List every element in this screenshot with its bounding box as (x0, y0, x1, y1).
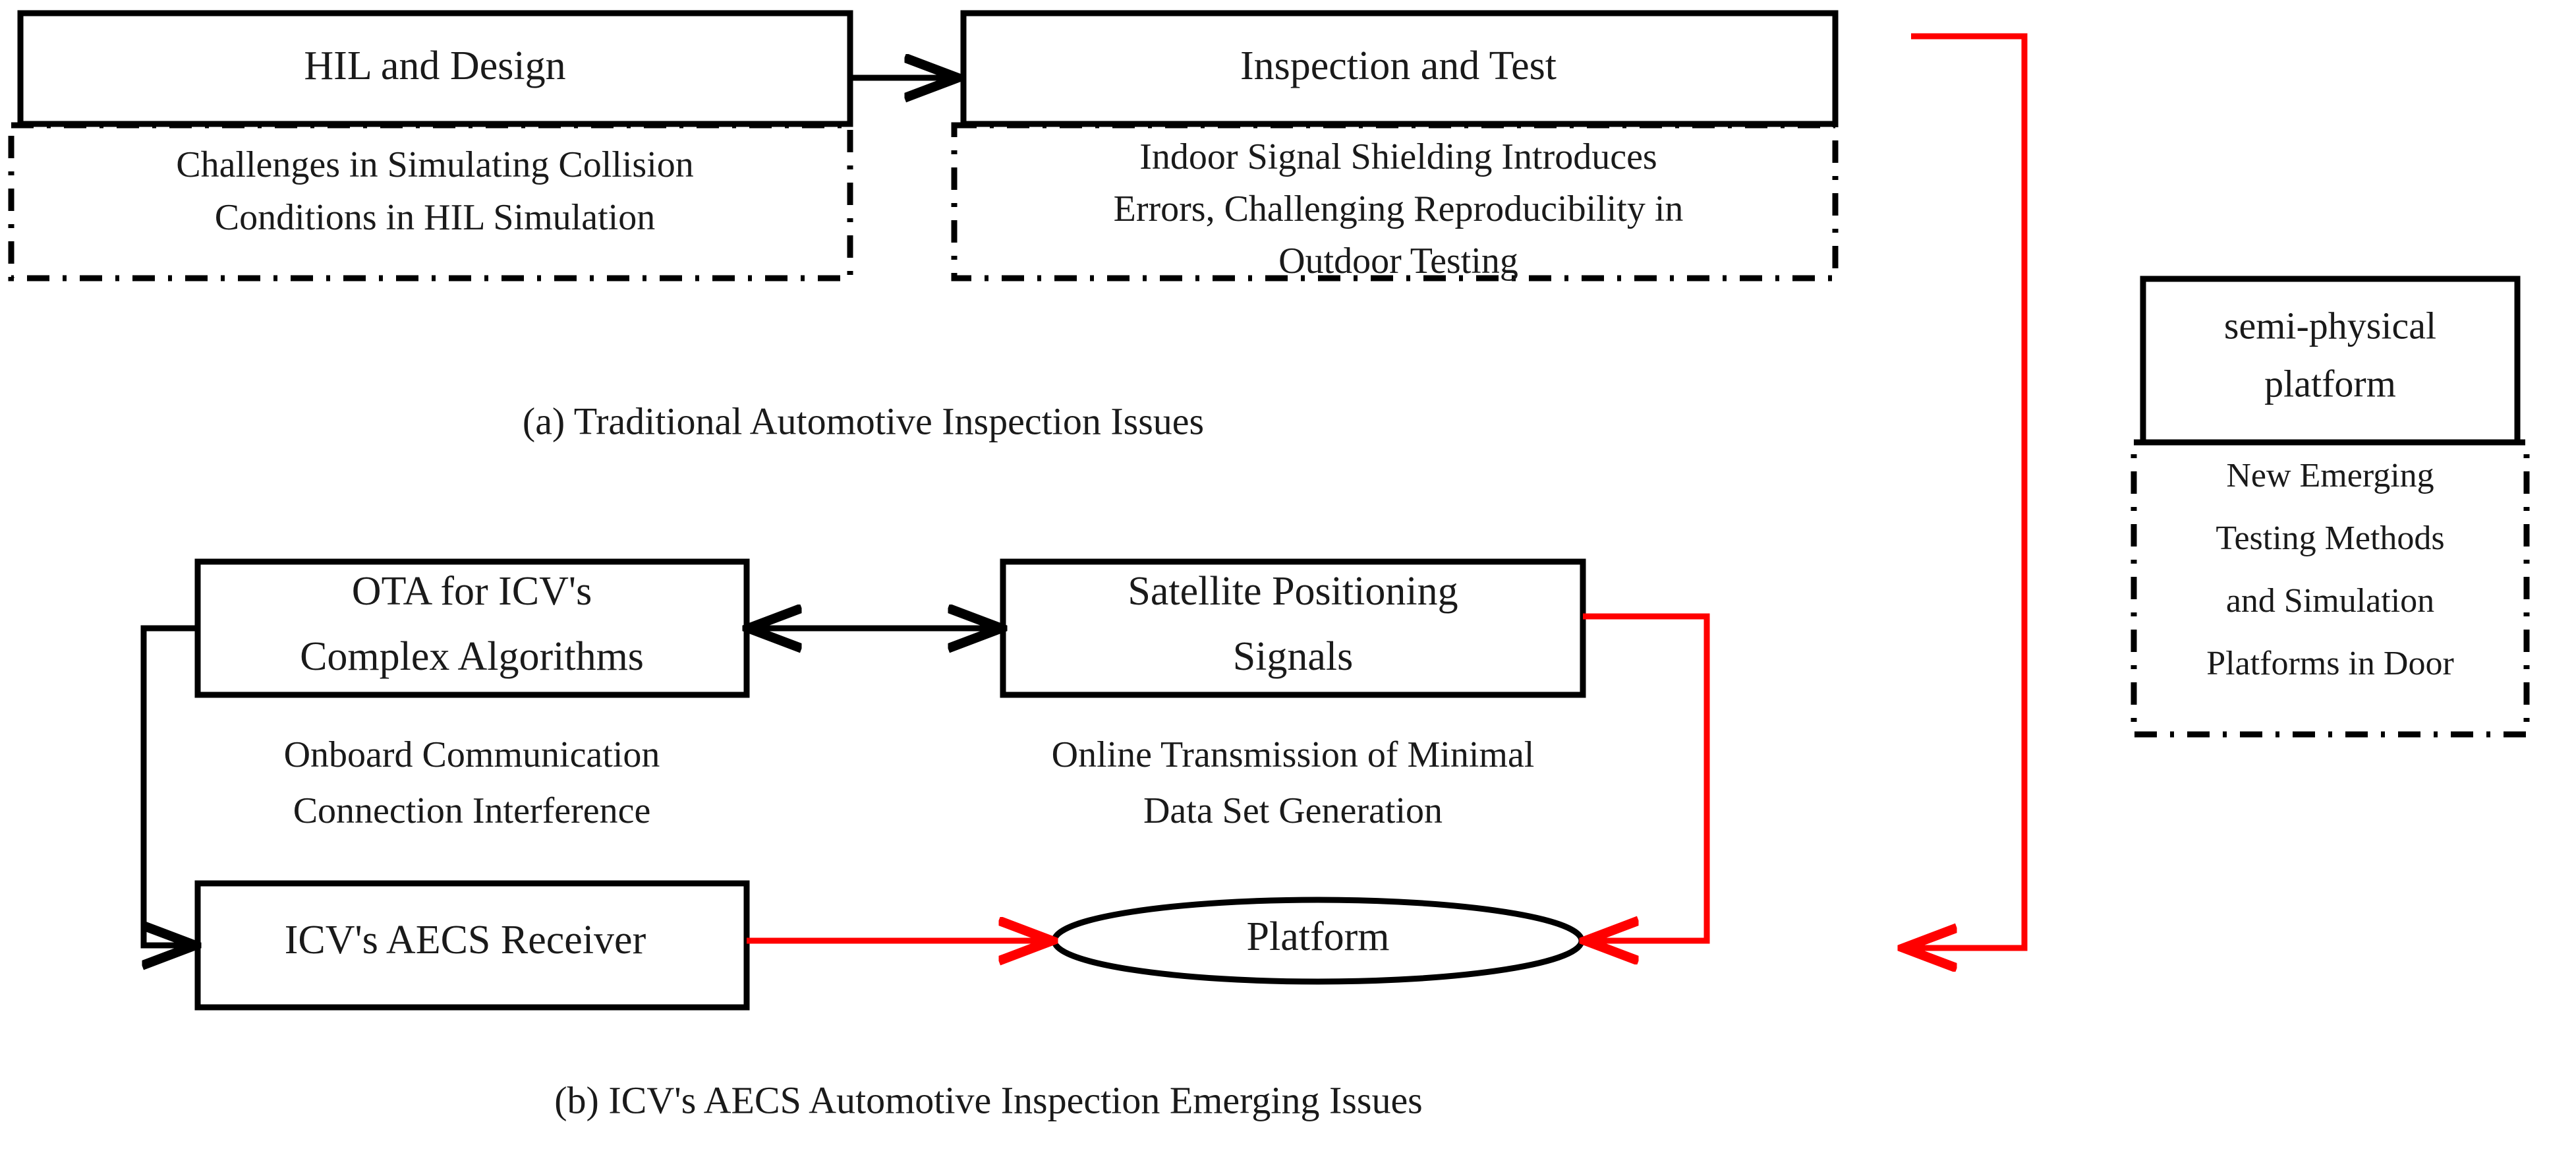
node-inspection-and-test-detail-box (951, 122, 1839, 281)
node-ota-complex-algorithms-detail-line-2: Connection Interference (293, 790, 651, 831)
node-hil-and-design-detail-line-2: Conditions in HIL Simulation (215, 197, 655, 238)
node-icv-aecs-receiver-title: ICV's AECS Receiver (285, 918, 646, 962)
node-inspection-and-test-detail-line-3: Outdoor Testing (1278, 241, 1518, 281)
node-hil-and-design-detail-line-1: Challenges in Simulating Collision (176, 144, 694, 185)
node-hil-and-design-detail-box (8, 122, 853, 281)
node-inspection-and-test-title-box (960, 10, 1839, 127)
node-semi-physical-platform-title-line-2: platform (2264, 362, 2396, 405)
node-semi-physical-platform-detail-line-4: Platforms in Door (2206, 645, 2454, 682)
node-satellite-positioning-signals-detail-line-1: Online Transmission of Minimal (1052, 734, 1535, 775)
node-ota-complex-algorithms-title-line-1: OTA for ICV's (352, 569, 592, 614)
node-inspection-and-test-detail-line-1: Indoor Signal Shielding Introduces (1139, 136, 1657, 177)
node-satellite-positioning-signals-title-line-2: Signals (1233, 634, 1354, 679)
node-semi-physical-platform-detail-box (2131, 439, 2530, 738)
node-inspection-and-test-title: Inspection and Test (1240, 44, 1557, 88)
node-ota-complex-algorithms-box (194, 558, 750, 698)
node-platform-label: Platform (1247, 914, 1390, 959)
node-satellite-positioning-signals-detail-line-2: Data Set Generation (1143, 790, 1443, 831)
node-hil-and-design-title: HIL and Design (304, 44, 565, 88)
node-ota-complex-algorithms-title-line-2: Complex Algorithms (300, 634, 644, 679)
node-ota-complex-algorithms-detail-line-1: Onboard Communication (284, 734, 660, 775)
node-satellite-positioning-signals-box (1000, 558, 1586, 698)
node-semi-physical-platform-title-box (2140, 276, 2521, 446)
panel-b-caption: (b) ICV's AECS Automotive Inspection Eme… (554, 1079, 1423, 1121)
node-semi-physical-platform-detail-line-3: and Simulation (2226, 582, 2434, 620)
edge-inspection-to-semi-physical-red-loop (1906, 33, 2028, 948)
edge-satellite-to-platform-red-arrow (1583, 613, 1710, 941)
node-satellite-positioning-signals-title-line-1: Satellite Positioning (1128, 569, 1458, 614)
node-semi-physical-platform-title-line-1: semi-physical (2224, 304, 2436, 347)
node-hil-and-design-title-box (17, 10, 853, 127)
node-inspection-and-test-detail-line-2: Errors, Challenging Reproducibility in (1114, 189, 1684, 229)
node-semi-physical-platform-detail-line-1: New Emerging (2226, 457, 2434, 494)
panel-a-caption: (a) Traditional Automotive Inspection Is… (523, 399, 1204, 442)
edge-ota-to-receiver-feedback (140, 625, 198, 945)
node-semi-physical-platform-detail-line-2: Testing Methods (2216, 519, 2444, 557)
